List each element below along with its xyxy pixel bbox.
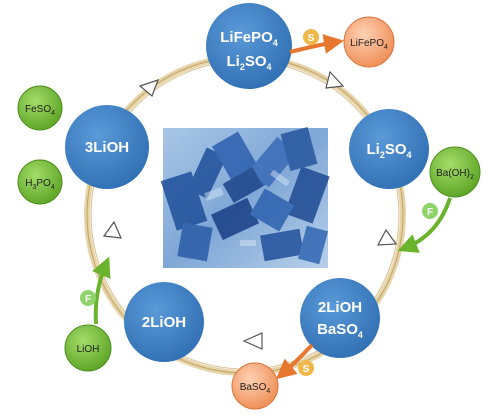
svg-text:H3PO4: H3PO4 bbox=[25, 178, 55, 191]
svg-text:Ba(OH)2: Ba(OH)2 bbox=[436, 168, 474, 181]
input-lioh: LiOH bbox=[64, 324, 112, 372]
svg-text:2LiOH: 2LiOH bbox=[318, 299, 362, 316]
microscopy-image bbox=[160, 127, 330, 268]
node-3lioh: 3LiOH bbox=[65, 105, 149, 189]
tag-s-bottom: S bbox=[298, 360, 314, 376]
svg-text:Li2SO4: Li2SO4 bbox=[366, 141, 411, 160]
svg-text:FeSO4: FeSO4 bbox=[25, 104, 55, 117]
node-2lioh-baso4: 2LiOH BaSO4 bbox=[300, 278, 380, 358]
tag-f-left: F bbox=[80, 290, 96, 306]
arrow-from-lioh-input bbox=[92, 256, 111, 325]
svg-text:LiOH: LiOH bbox=[77, 344, 100, 355]
svg-text:Li2SO4: Li2SO4 bbox=[226, 53, 271, 72]
arrow-to-lifepo4-output bbox=[289, 34, 344, 54]
ring-arrow-left-icon bbox=[102, 220, 122, 239]
input-feso4: FeSO4 bbox=[17, 85, 63, 131]
ring-arrow-top-left-icon bbox=[138, 79, 160, 98]
svg-text:2LiOH: 2LiOH bbox=[142, 314, 186, 331]
svg-text:LiFePO4: LiFePO4 bbox=[350, 38, 388, 51]
input-baoh2: Ba(OH)2 bbox=[429, 146, 481, 198]
svg-text:BaSO4: BaSO4 bbox=[240, 382, 271, 395]
ring-arrow-right-icon bbox=[376, 228, 398, 246]
output-lifepo4: LiFePO4 bbox=[343, 16, 395, 68]
arrow-from-baoh2-input bbox=[397, 197, 452, 253]
svg-text:F: F bbox=[85, 294, 91, 305]
node-lifepo4-li2so4: LiFePO4 Li2SO4 bbox=[206, 3, 292, 89]
svg-text:S: S bbox=[303, 364, 310, 375]
svg-text:S: S bbox=[308, 33, 315, 44]
node-2lioh: 2LiOH bbox=[124, 282, 204, 362]
ring-direction-markers bbox=[102, 70, 398, 350]
tag-f-right: F bbox=[422, 203, 438, 219]
arrow-to-baso4-output bbox=[275, 343, 314, 380]
svg-text:LiFePO4: LiFePO4 bbox=[220, 29, 278, 48]
svg-text:BaSO4: BaSO4 bbox=[317, 321, 363, 340]
node-li2so4: Li2SO4 bbox=[349, 109, 429, 189]
ring-arrow-top-right-icon bbox=[325, 70, 345, 89]
svg-text:3LiOH: 3LiOH bbox=[85, 139, 129, 156]
ring-arrow-bottom-icon bbox=[242, 332, 263, 350]
output-baso4: BaSO4 bbox=[231, 362, 279, 410]
input-h3po4: H3PO4 bbox=[17, 159, 63, 205]
tag-s-top: S bbox=[303, 29, 319, 45]
svg-text:F: F bbox=[427, 207, 433, 218]
